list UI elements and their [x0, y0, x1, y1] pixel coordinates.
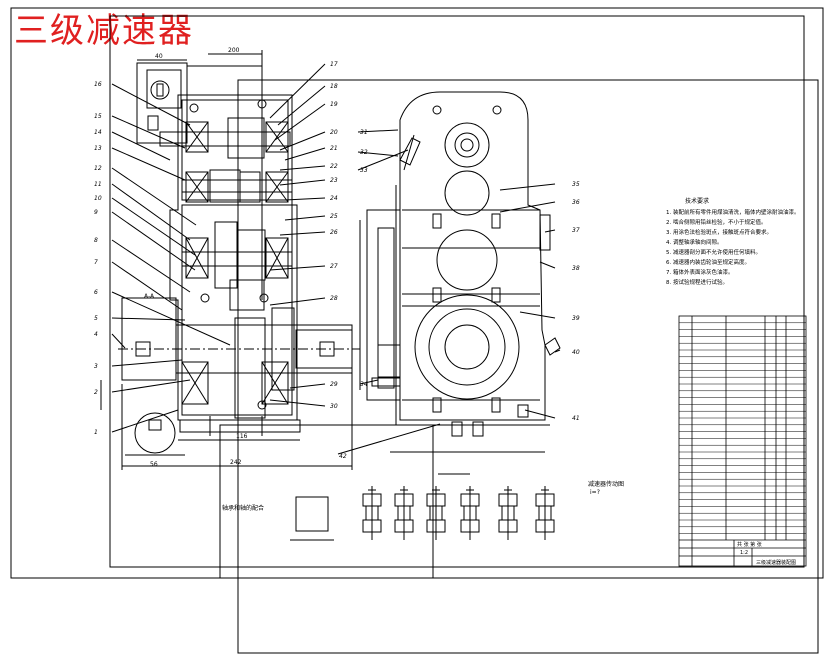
part-number: 33 — [360, 167, 368, 174]
part-number: 35 — [572, 181, 580, 188]
part-number: 29 — [330, 381, 338, 388]
dimension-label: 242 — [230, 459, 242, 466]
part-number: 7 — [94, 259, 98, 266]
tech-requirements-heading: 技术要求 — [685, 197, 709, 205]
gear-chart-ratio: i=? — [590, 489, 600, 496]
part-number: 41 — [572, 415, 580, 422]
part-number: 9 — [94, 209, 98, 216]
inset-frame — [219, 424, 434, 579]
gear-chart-caption: 减速器传动图 — [588, 480, 624, 488]
tech-requirement-item: 6. 减速器内装齿轮油至规定高度。 — [666, 258, 750, 266]
title-block — [679, 539, 806, 566]
tech-requirement-item: 5. 减速器剖分面不允许使用任何填料。 — [666, 248, 761, 256]
part-number: 1 — [94, 429, 98, 436]
side-view — [359, 91, 561, 453]
part-number: 20 — [330, 129, 338, 136]
part-number: 24 — [330, 195, 338, 202]
front-section-view — [100, 50, 360, 470]
part-number: 25 — [330, 213, 338, 220]
part-number: 14 — [94, 129, 102, 136]
part-number: 3 — [94, 363, 98, 370]
part-number: 15 — [94, 113, 102, 120]
part-number: 16 — [94, 81, 102, 88]
part-number: 10 — [94, 195, 102, 202]
part-number: 42 — [339, 453, 347, 460]
shaft-component-sketch — [498, 486, 518, 540]
part-number: 27 — [330, 263, 338, 270]
shaft-component-sketch — [394, 486, 414, 540]
part-number: 30 — [330, 403, 338, 410]
part-number: 4 — [94, 331, 98, 338]
part-number: 31 — [360, 129, 368, 136]
title-block-name: 三级减速器装配图 — [756, 559, 796, 566]
part-number: 17 — [330, 61, 338, 68]
part-number: 40 — [572, 349, 580, 356]
parts-list — [678, 315, 807, 567]
part-number: 5 — [94, 315, 98, 322]
dimension-label: 116 — [236, 433, 248, 440]
shaft-component-sketch — [362, 486, 382, 540]
sheet-border-outer — [10, 7, 824, 579]
tech-requirement-item: 3. 用涂色法检验斑点，接触斑点符合要求。 — [666, 228, 772, 236]
sheet-border-inner — [109, 15, 805, 568]
dimension-label: 200 — [228, 47, 240, 54]
part-number: 38 — [572, 265, 580, 272]
part-number: 13 — [94, 145, 102, 152]
part-number: 18 — [330, 83, 338, 90]
side-leaders — [357, 129, 561, 419]
part-number: 2 — [94, 389, 98, 396]
section-label: A-A — [144, 293, 155, 300]
shaft-sketches — [290, 473, 470, 541]
part-number: 28 — [330, 295, 338, 302]
tech-requirement-item: 8. 按试验规程进行试验。 — [666, 278, 728, 286]
part-number: 34 — [360, 381, 368, 388]
inset-caption: 轴承和轴的配合 — [222, 504, 264, 512]
front-leaders — [111, 63, 441, 455]
shaft-component-sketch — [535, 486, 555, 540]
shaft-component-sketch — [460, 486, 480, 540]
part-number: 37 — [572, 227, 580, 234]
dimension-label: 40 — [155, 53, 163, 60]
part-number: 21 — [330, 145, 338, 152]
part-number: 6 — [94, 289, 98, 296]
title-block-sheet: 共 张 第 张 — [737, 541, 762, 548]
part-number: 26 — [330, 229, 338, 236]
sheet-border-offset — [237, 79, 819, 654]
tech-requirement-item: 2. 啮合侧隙用铅丝检验，不小于规定值。 — [666, 218, 767, 226]
part-number: 12 — [94, 165, 102, 172]
part-number: 39 — [572, 315, 580, 322]
dimension-label: 56 — [150, 461, 158, 468]
part-number: 32 — [360, 149, 368, 156]
part-number: 23 — [330, 177, 338, 184]
drawing-title: 三级减速器 — [14, 11, 194, 51]
title-block-scale: 1:2 — [740, 550, 748, 556]
tech-requirement-item: 7. 箱体外表面涂灰色油漆。 — [666, 268, 734, 276]
tech-requirement-item: 4. 调整轴承轴向间隙。 — [666, 238, 723, 246]
part-number: 22 — [330, 163, 338, 170]
part-number: 11 — [94, 181, 102, 188]
part-number: 19 — [330, 101, 338, 108]
part-number: 36 — [572, 199, 580, 206]
tech-requirement-item: 1. 装配前所有零件用煤油清洗，箱体内壁涂耐油油漆。 — [666, 208, 800, 216]
shaft-component-sketch — [426, 486, 446, 540]
part-number: 8 — [94, 237, 98, 244]
